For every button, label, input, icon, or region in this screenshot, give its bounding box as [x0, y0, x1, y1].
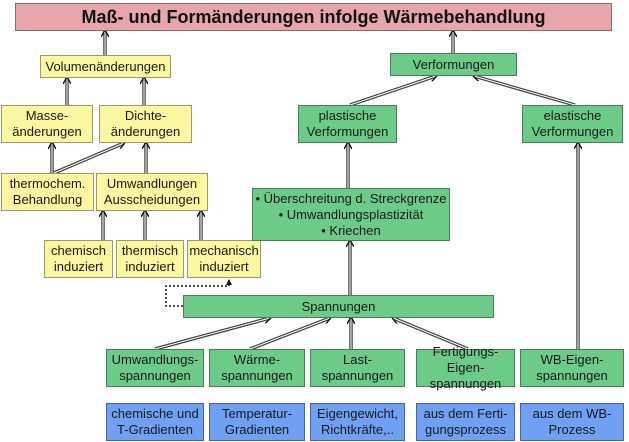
plastic-to-deformations-arrow-inner — [349, 76, 436, 106]
plasticity-mechanisms-box: • Überschreitung d. Streckgrenze • Umwan… — [252, 188, 450, 241]
manufacturing-residual-stresses-box: Fertigungs-Eigen- spannungen — [416, 344, 515, 391]
cause-temperature-gradients: Temperatur- Gradienten — [209, 403, 305, 441]
thermally-induced-box: thermisch induziert — [116, 240, 184, 278]
cause-manufacturing-process: aus dem Ferti- gungsprozess — [416, 403, 515, 441]
transformations-precipitations-box: Umwandlungen Ausscheidungen — [96, 173, 208, 211]
cause-chemical-t-gradients: chemische und T-Gradienten — [106, 403, 204, 441]
cause-dead-weight-straightening: Eigengewicht, Richtkräfte,.. — [310, 403, 405, 441]
dotted-connector-stress-to-mechanical — [165, 279, 232, 307]
cause-heat-treatment-process: aus dem WB- Prozess — [520, 403, 624, 441]
elastic-to-deformations-arrow-inner — [474, 76, 576, 106]
stresses-box: Spannungen — [183, 295, 494, 318]
elastic-deformations-box: elastische Verformungen — [522, 105, 623, 143]
deformations-box: Verformungen — [390, 53, 517, 76]
transformation-to-stresses-arrow-inner — [154, 318, 270, 350]
heat-treatment-residual-stresses-box: WB-Eigen- spannungen — [520, 349, 624, 387]
thermochem-to-density-arrow-inner — [53, 143, 124, 174]
volume-changes-box: Volumenänderungen — [40, 55, 171, 78]
thermal-to-stresses-arrow-inner — [249, 318, 330, 350]
plastic-deformations-box: plastische Verformungen — [298, 105, 397, 143]
thermal-stresses-box: Wärme- spannungen — [209, 349, 305, 387]
load-stresses-box: Last- spannungen — [310, 349, 405, 387]
transformation-stresses-box: Umwandlungs- spannungen — [106, 349, 204, 387]
diagram-title: Maß- und Formänderungen infolge Wärmebeh… — [15, 3, 612, 31]
mechanically-induced-box: mechanisch induziert — [187, 240, 261, 278]
thermochemical-treatment-box: thermochem. Behandlung — [1, 173, 94, 211]
density-changes-box: Dichte- änderungen — [99, 105, 192, 143]
mass-changes-box: Masse- änderungen — [1, 105, 93, 143]
chemically-induced-box: chemisch induziert — [44, 240, 113, 278]
manufacturing-to-stresses-arrow-inner — [393, 318, 469, 350]
